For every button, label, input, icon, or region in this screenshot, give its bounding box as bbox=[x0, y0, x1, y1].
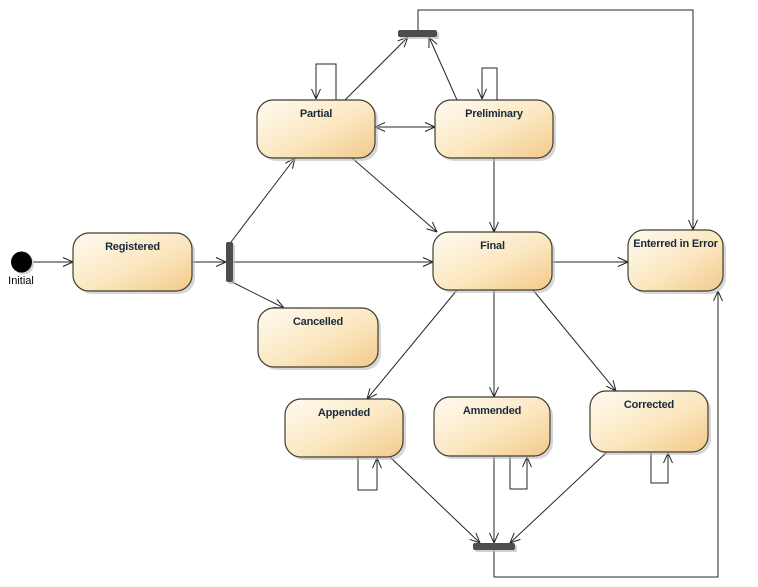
edge-preliminary-to-join-top bbox=[428, 36, 458, 101]
edge-preliminary-to-final bbox=[489, 158, 499, 233]
edge-partial-to-final bbox=[351, 157, 438, 233]
edge-partial-preliminary-both bbox=[374, 122, 436, 132]
state-preliminary[interactable]: Preliminary bbox=[434, 99, 556, 161]
state-final[interactable]: Final bbox=[432, 231, 555, 293]
edge-join-bottom-to-error bbox=[493, 290, 723, 578]
edge-partial-self-loop bbox=[311, 63, 337, 100]
state-appended[interactable]: Appended bbox=[284, 398, 406, 460]
edge-appended-to-join-bottom bbox=[389, 456, 481, 544]
state-label-preliminary: Preliminary bbox=[465, 108, 524, 120]
state-label-cancelled: Cancelled bbox=[293, 316, 343, 328]
edge-final-to-appended bbox=[366, 289, 458, 400]
state-label-final: Final bbox=[480, 240, 505, 252]
edge-fork-to-cancelled bbox=[231, 281, 285, 309]
edge-fork-to-final bbox=[233, 257, 434, 267]
edge-ammended-self-loop bbox=[509, 456, 532, 490]
state-label-entered-in-error: Enterred in Error bbox=[633, 238, 719, 250]
edge-appended-self-loop bbox=[357, 457, 382, 491]
join-bar-bottom[interactable] bbox=[473, 543, 517, 552]
state-label-registered: Registered bbox=[105, 241, 160, 253]
edge-final-to-corrected bbox=[532, 289, 617, 392]
initial-node-label: Initial bbox=[8, 275, 34, 287]
state-label-corrected: Corrected bbox=[624, 399, 674, 411]
state-label-ammended: Ammended bbox=[463, 405, 521, 417]
edge-partial-to-join-top bbox=[344, 36, 409, 101]
edge-final-to-ammended bbox=[489, 290, 499, 398]
state-partial[interactable]: Partial bbox=[256, 99, 378, 161]
edge-corrected-self-loop bbox=[650, 452, 673, 484]
state-ammended[interactable]: Ammended bbox=[433, 396, 553, 459]
edge-final-to-error bbox=[552, 257, 629, 267]
fork-bar-left[interactable] bbox=[226, 242, 235, 284]
edge-preliminary-self-loop bbox=[477, 67, 498, 100]
join-bar-top[interactable] bbox=[398, 30, 439, 39]
edge-registered-to-fork bbox=[192, 257, 227, 267]
edge-corrected-to-join-bottom bbox=[509, 451, 608, 544]
state-entered-in-error[interactable]: Enterred in Error bbox=[627, 229, 726, 294]
edge-fork-to-partial bbox=[230, 157, 296, 243]
edge-join-top-to-error bbox=[417, 9, 698, 231]
state-registered[interactable]: Registered bbox=[72, 232, 195, 294]
edge-initial-to-registered bbox=[33, 257, 74, 267]
state-cancelled[interactable]: Cancelled bbox=[257, 307, 381, 370]
state-label-partial: Partial bbox=[300, 108, 332, 120]
edge-ammended-to-join-bottom bbox=[489, 456, 499, 544]
state-label-appended: Appended bbox=[318, 407, 370, 419]
state-corrected[interactable]: Corrected bbox=[589, 390, 711, 455]
initial-node[interactable]: Initial bbox=[8, 251, 34, 288]
